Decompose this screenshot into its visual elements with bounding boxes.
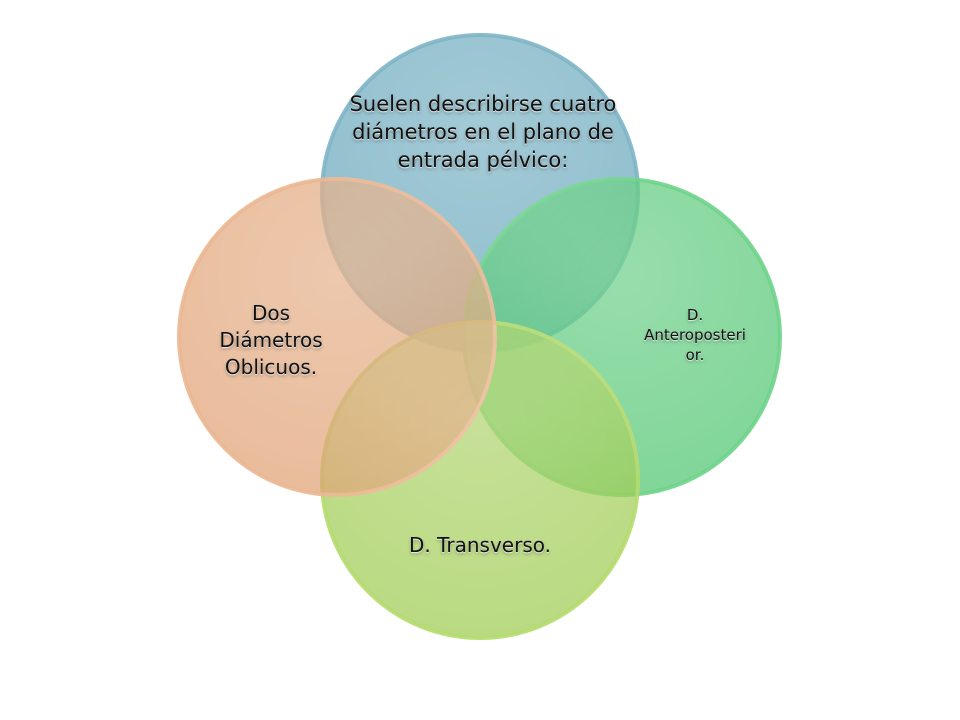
circle-right-label: D. Anteroposteri or. <box>644 306 746 364</box>
circle-left-label: Dos Diámetros Oblicuos. <box>219 300 323 379</box>
circle-left-gloss <box>181 181 493 493</box>
circle-top-label: Suelen describirse cuatro diámetros en e… <box>349 92 617 172</box>
circle-bottom-label: D. Transverso. <box>409 533 551 557</box>
